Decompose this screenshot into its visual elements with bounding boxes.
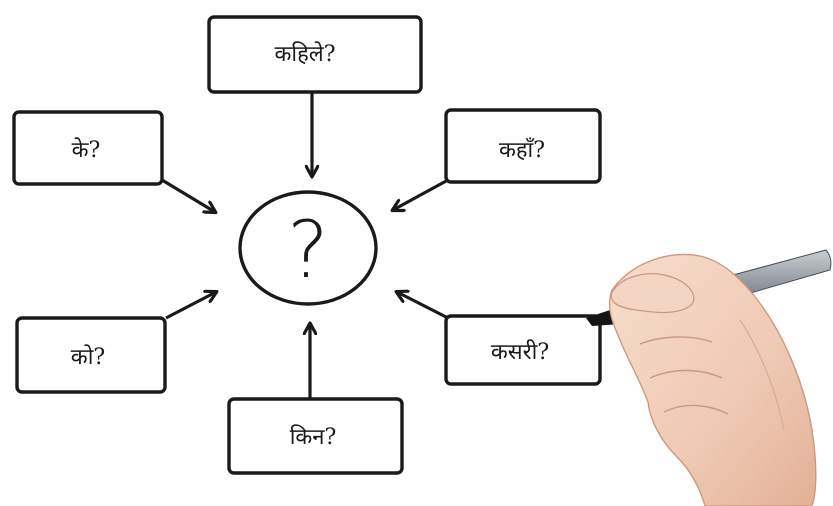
node-bottom-box (227, 397, 404, 475)
node-right-bottom-box (444, 314, 602, 386)
node-right-bottom-label: कसरी? (491, 339, 549, 365)
arrows (161, 92, 449, 398)
finger-crease-3 (663, 404, 729, 415)
node-left-top-label: के? (72, 137, 101, 163)
arrow-left-bottom (165, 292, 216, 320)
center-circle (238, 190, 378, 306)
node-top-label: कहिले? (275, 41, 336, 67)
finger-crease-2 (649, 369, 723, 379)
finger-crease-1 (639, 336, 713, 345)
node-left-bottom-box (15, 316, 167, 394)
node-left-bottom: को? (15, 316, 167, 394)
knuckle-line (739, 319, 785, 431)
node-top: कहिले? (207, 15, 423, 94)
arrow-left-top (161, 178, 215, 212)
hand-holding-marker-icon (586, 249, 832, 506)
center-question-node: ? (238, 190, 378, 306)
node-bottom: किन? (227, 397, 404, 475)
node-left-top-box (12, 110, 164, 186)
node-left-bottom-label: को? (71, 344, 105, 370)
hand-thumb (610, 273, 695, 314)
node-right-top-label: कहाँ? (499, 137, 545, 163)
node-left-top: के? (12, 110, 164, 186)
center-question-mark: ? (287, 206, 328, 296)
node-top-box (207, 15, 423, 94)
node-right-top: कहाँ? (444, 108, 602, 184)
node-right-top-box (444, 108, 602, 184)
arrow-right-bottom (397, 292, 449, 320)
hand-palm (608, 253, 817, 506)
arrow-right-top (393, 178, 449, 210)
node-right-bottom: कसरी? (444, 314, 602, 386)
node-bottom-label: किन? (290, 424, 337, 450)
